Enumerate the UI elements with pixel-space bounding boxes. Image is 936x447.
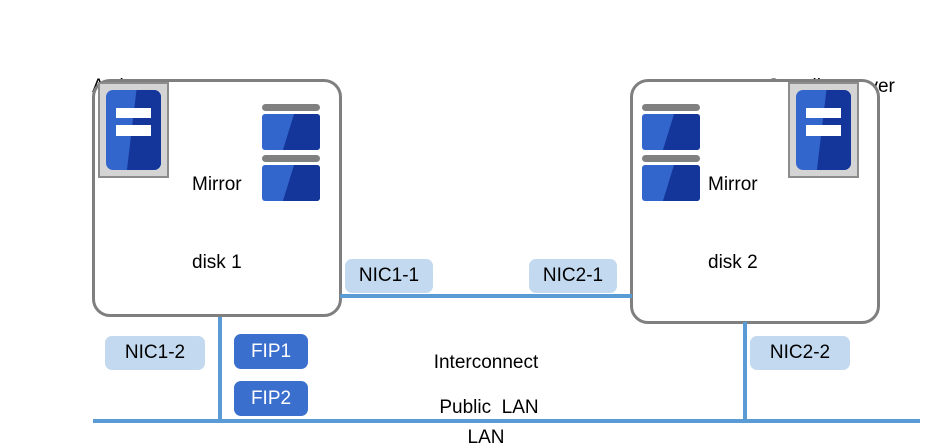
disk-cap (642, 104, 700, 111)
disk-body (642, 114, 700, 150)
public-lan-line (93, 419, 920, 423)
interconnect-lan-line1: Interconnect (433, 352, 539, 373)
server-chassis-slot-bottom (115, 125, 152, 136)
mirror-disk-1-line2: disk 1 (192, 252, 242, 273)
interconnect-lan-line2: LAN (467, 427, 505, 447)
disk-body (262, 114, 320, 150)
mirror-disk-1-label: Mirror disk 1 (192, 120, 242, 328)
disk-cap (262, 155, 320, 162)
mirror-disk-2-line1: Mirror (708, 174, 758, 195)
badge-fip1[interactable]: FIP1 (234, 334, 308, 369)
interconnect-lan-label: Interconnect LAN (366, 300, 606, 447)
interconnect-lan-line (340, 294, 632, 298)
badge-nic1-1[interactable]: NIC1-1 (345, 259, 433, 293)
badge-nic2-2[interactable]: NIC2-2 (750, 336, 850, 370)
mirror-disk-2-line2: disk 2 (708, 252, 758, 273)
mirror-disk-unit (262, 155, 320, 201)
server-chassis-slot-top (805, 107, 842, 118)
badge-fip2[interactable]: FIP2 (234, 381, 308, 416)
server1-public-lan-drop-line (218, 317, 222, 421)
mirror-disk-1-line1: Mirror (192, 174, 242, 195)
disk-body (642, 165, 700, 201)
server-chassis-body (106, 90, 161, 170)
server-chassis-icon (98, 82, 169, 178)
mirror-disk-2-label: Mirror disk 2 (708, 120, 758, 328)
disk-body (262, 165, 320, 201)
server-chassis-body (796, 90, 851, 170)
server-chassis-slot-bottom (805, 125, 842, 136)
mirror-disk-unit (642, 104, 700, 150)
disk-cap (262, 104, 320, 111)
badge-nic1-2[interactable]: NIC1-2 (105, 336, 205, 370)
mirror-disk-icon-2 (642, 104, 700, 201)
badge-nic2-1[interactable]: NIC2-1 (529, 259, 617, 293)
server-chassis-icon (788, 82, 859, 178)
mirror-disk-unit (262, 104, 320, 150)
server2-public-lan-drop-line (743, 322, 747, 421)
server-chassis-slot-top (115, 107, 152, 118)
disk-cap (642, 155, 700, 162)
mirror-disk-icon-1 (262, 104, 320, 201)
mirror-disk-unit (642, 155, 700, 201)
public-lan-label: Public LAN (439, 397, 539, 418)
